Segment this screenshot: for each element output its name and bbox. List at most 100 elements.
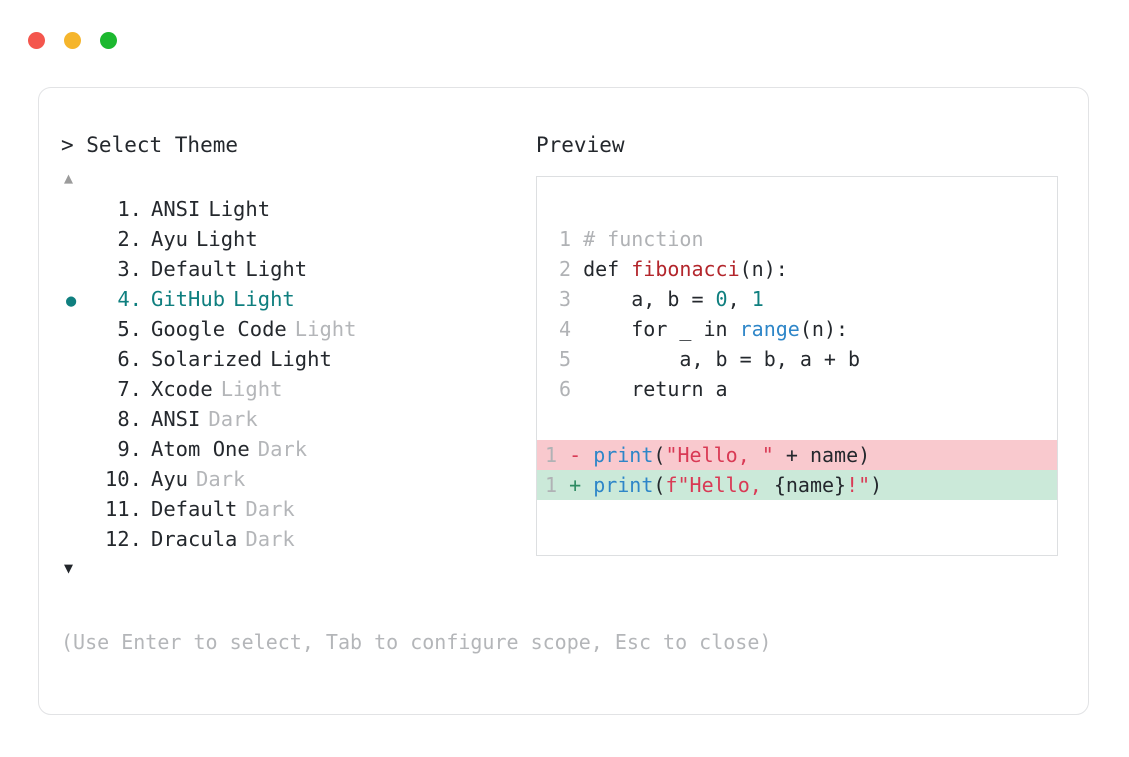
preview-label: Preview [536,133,625,157]
maximize-button-icon[interactable] [100,32,117,49]
theme-item-number: 1. [117,197,142,221]
code-token-plain: ( [653,473,666,497]
minimize-button-icon[interactable] [64,32,81,49]
page-title: > Select Theme [61,133,239,157]
theme-item-variant: Light [245,257,308,281]
close-button-icon[interactable] [28,32,45,49]
code-line-number: 5 [559,347,584,371]
theme-item-number: 7. [117,377,142,401]
theme-item-name: Solarized [151,347,263,371]
theme-item-number: 11. [104,497,142,521]
theme-item-name: Google Code [151,317,287,341]
theme-item-variant: Light [270,347,332,371]
code-token-plain: a, b = b, a + b [583,347,861,371]
code-token-fn: fibonacci [631,257,740,281]
code-token-plain: + name) [773,443,871,467]
code-line-number: 4 [559,317,584,341]
selected-bullet-icon: ● [66,291,77,311]
theme-item-variant: Light [196,227,258,251]
theme-item-name: Default [151,497,238,521]
code-token-plain: ( [653,443,666,467]
code-token-kw: def [583,257,632,281]
theme-item-name: Dracula [151,527,238,551]
theme-item-number: 3. [117,257,142,281]
code-token-num: 0 [715,287,728,311]
code-token-plain: , [727,287,752,311]
code-token-plain: for _ in [583,317,740,341]
code-token-builtin: range [739,317,800,341]
code-token-builtin: print [593,473,654,497]
code-token-plain: a, b = [583,287,716,311]
code-line: 6 return a [559,374,1057,404]
theme-item-variant: Dark [196,467,246,491]
theme-item-number: 4. [117,287,142,311]
theme-item-name: ANSI [151,407,201,431]
code-line-number: 2 [559,257,584,281]
code-token-plain: (n): [739,257,788,281]
theme-item-number: 2. [117,227,142,251]
theme-list-item[interactable]: 10. Ayu Dark [61,464,531,494]
theme-item-name: Default [151,257,238,281]
scroll-up-icon[interactable]: ▲ [64,169,74,187]
code-line: 5 a, b = b, a + b [559,344,1057,374]
theme-list-item[interactable]: 3. Default Light [61,254,531,284]
code-token-plain: ) [870,473,883,497]
code-line: 1 # function [559,224,1057,254]
code-line-number: 1 [559,227,584,251]
code-token-num: 1 [751,287,764,311]
theme-item-name: Atom One [151,437,250,461]
diff-marker: + [569,473,594,497]
theme-item-variant: Light [208,197,271,221]
scroll-down-icon[interactable]: ▼ [64,559,74,577]
diff-marker: - [569,443,594,467]
theme-item-name: GitHub [151,287,226,311]
theme-list-item[interactable]: 6. Solarized Light [61,344,531,374]
theme-item-variant: Light [220,377,283,401]
window-titlebar [0,0,1129,72]
traffic-lights [28,32,117,49]
code-line: 4 for _ in range(n): [559,314,1057,344]
code-token-str: f"Hello, [665,473,774,497]
theme-item-variant: Dark [245,497,295,521]
theme-item-number: 6. [117,347,142,371]
theme-list-item[interactable]: 2. Ayu Light [61,224,531,254]
code-line: 3 a, b = 0, 1 [559,284,1057,314]
diff-line-add: 1 + print(f"Hello, {name}!") [537,470,1057,500]
theme-item-name: Ayu [151,467,189,491]
theme-list-item[interactable]: 7. Xcode Light [61,374,531,404]
theme-item-name: Xcode [151,377,213,401]
diff-line-del: 1 - print("Hello, " + name) [537,440,1057,470]
theme-item-number: 12. [104,527,142,551]
diff-sample: 1 - print("Hello, " + name)1 + print(f"H… [537,440,1057,500]
code-token-plain: return a [583,377,728,401]
code-token-comment: # function [583,227,704,251]
keyboard-hint: (Use Enter to select, Tab to configure s… [61,630,772,654]
code-line-number: 6 [559,377,584,401]
theme-item-variant: Dark [208,407,258,431]
code-token-str: "Hello, " [665,443,774,467]
code-line: 2 def fibonacci(n): [559,254,1057,284]
code-line-number: 3 [559,287,584,311]
theme-item-variant: Light [294,317,357,341]
theme-list-item[interactable]: 11. Default Dark [61,494,531,524]
theme-item-number: 9. [117,437,142,461]
code-token-str: !" [846,473,871,497]
theme-list-item[interactable]: 12. Dracula Dark [61,524,531,554]
code-token-plain: {name} [773,473,847,497]
theme-item-number: 10. [104,467,142,491]
theme-item-name: Ayu [151,227,189,251]
theme-item-variant: Dark [245,527,295,551]
diff-line-number: 1 [545,443,570,467]
